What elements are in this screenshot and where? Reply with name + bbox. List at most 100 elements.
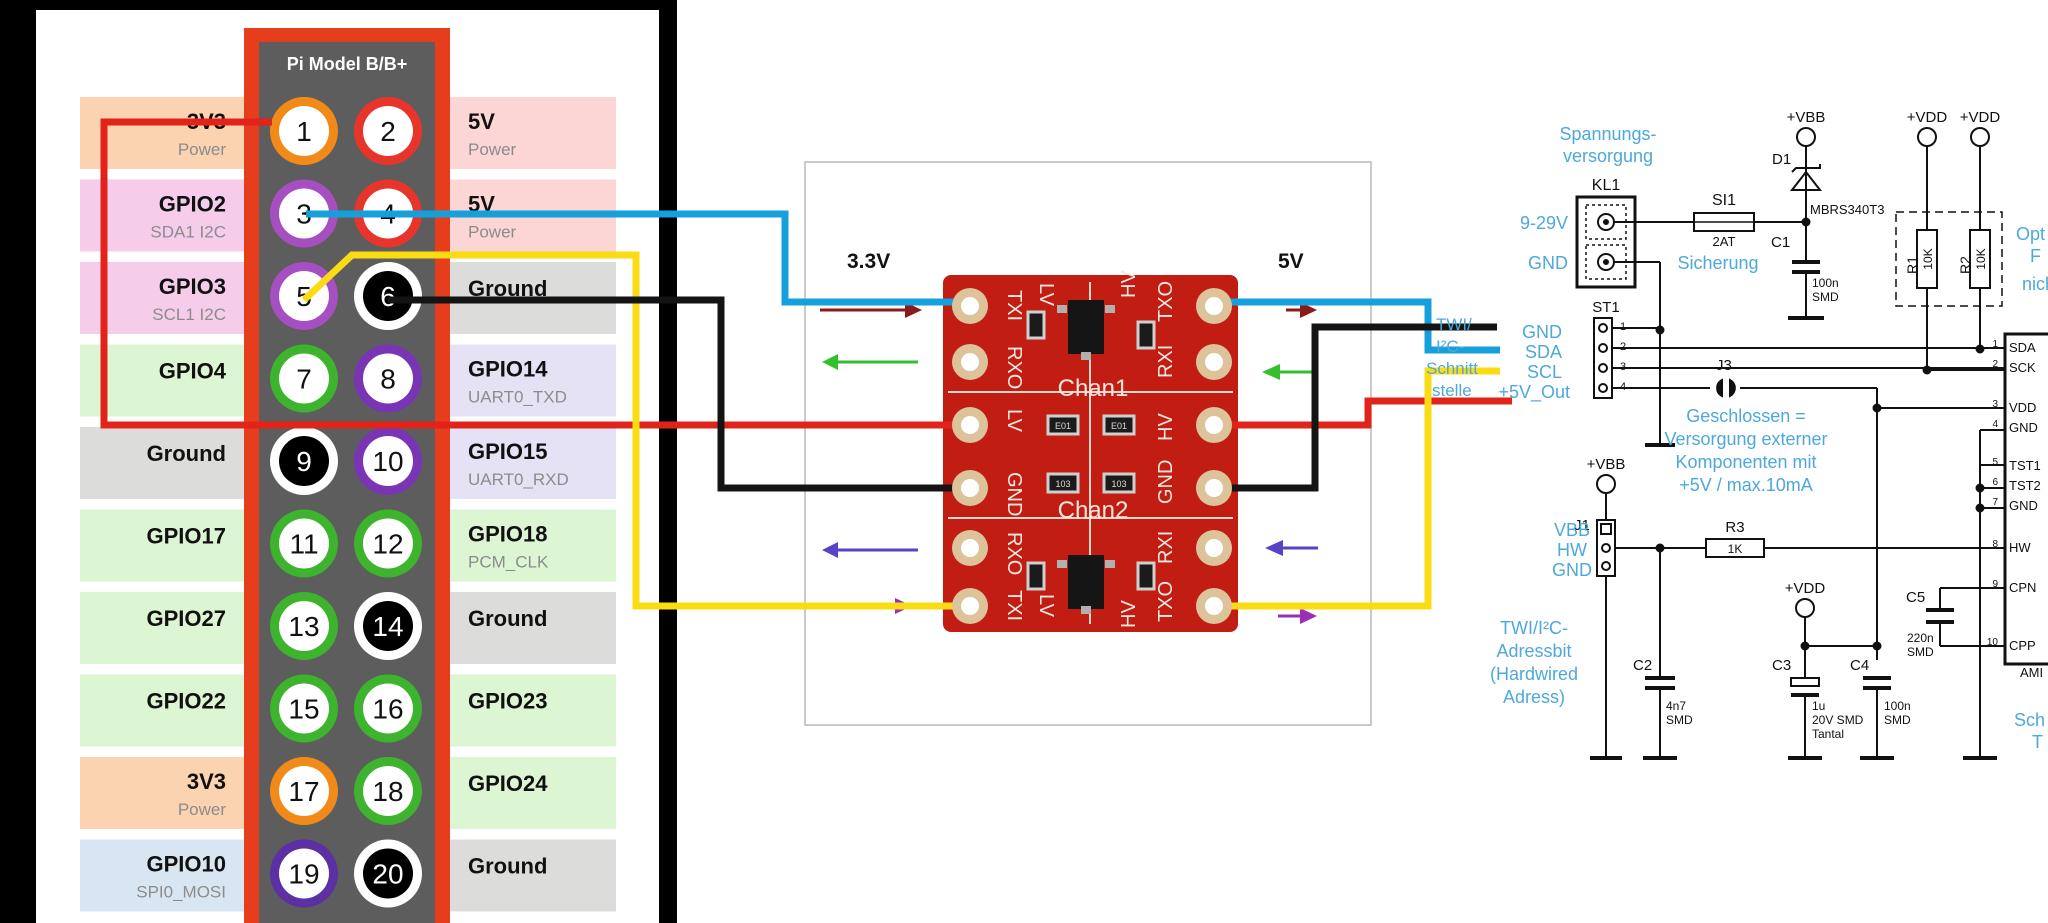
smd-code: 103 <box>1111 479 1126 489</box>
pcb-pin-label: GND <box>1155 460 1177 504</box>
pin-number: 14 <box>372 611 403 642</box>
ic-pin-number: 7 <box>1992 497 1998 508</box>
ic-pin-name: TST1 <box>2009 458 2041 473</box>
mosfet-chip <box>1068 300 1104 354</box>
pcb-pin-label: TXI <box>1003 290 1025 321</box>
level-converter-pcb: E01 E01 103 103 Chan1 Chan2 TXIRXOLVGNDR… <box>943 270 1238 632</box>
pcb-pad-hole <box>1205 416 1223 434</box>
pin-face <box>363 601 413 651</box>
pin-number: 12 <box>372 529 403 560</box>
pcb-pin-label: RXI <box>1155 345 1177 378</box>
pin-label-name: Ground <box>468 854 547 879</box>
j1-label: J1 <box>1574 517 1590 534</box>
pin-label-box <box>80 97 260 169</box>
st1-pin-number: 2 <box>1620 341 1626 353</box>
fuse-label: SI1 <box>1712 192 1736 209</box>
ic-pin-name: TST2 <box>2009 478 2041 493</box>
ic-pin-number: 9 <box>1992 579 1998 590</box>
ic-pin-name: SDA <box>2009 340 2036 355</box>
ic-pin-number: 8 <box>1992 539 1998 550</box>
pin-label-box <box>434 97 616 169</box>
pcb-pad-hole <box>961 597 979 615</box>
pin-label-box <box>80 262 260 334</box>
ic-pin-name: SCK <box>2009 360 2036 375</box>
pin-number: 1 <box>296 116 312 147</box>
arrow-right-icon <box>905 302 922 318</box>
schematic-labels: Spannungs-versorgungKL19-29VGNDSI12ATSic… <box>1426 109 2048 752</box>
chan1-label: Chan1 <box>1058 375 1129 402</box>
pcb-pin-label: HV <box>1155 413 1177 441</box>
twi-label: stelle <box>1432 381 1472 400</box>
option-label: F <box>2030 246 2041 266</box>
jumper-note: Komponenten mit <box>1675 452 1816 472</box>
wire-5v-out <box>1214 397 1512 429</box>
address-note: TWI/I²C- <box>1500 618 1568 638</box>
pin-number: 9 <box>296 446 312 477</box>
pin-label-box <box>80 839 260 912</box>
pcb-pin-label: TXO <box>1155 281 1177 322</box>
twi-label: I²C- <box>1436 337 1464 356</box>
pin-number: 13 <box>288 611 319 642</box>
pcb-pad-hole <box>1205 297 1223 315</box>
pin-label-name: Ground <box>147 441 226 466</box>
pin-face <box>363 271 413 321</box>
jumper-note: +5V / max.10mA <box>1679 475 1813 495</box>
pin-label-sub: Power <box>468 223 517 242</box>
ic-pin-number: 3 <box>1992 399 1998 410</box>
pin-number: 17 <box>288 776 319 807</box>
pin-label-name: GPIO18 <box>468 522 547 547</box>
schematic-note: T <box>2032 732 2043 752</box>
c3-value: 1u <box>1812 699 1825 713</box>
ic-pin-name: CPP <box>2009 638 2036 653</box>
pin-label-box <box>80 592 260 664</box>
pin-label-name: GPIO23 <box>468 689 547 714</box>
arrow-left-icon <box>822 354 838 370</box>
pin-label-box <box>434 757 616 829</box>
vbb-label: +VBB <box>1787 109 1826 126</box>
pcb-pin-label: GND <box>1003 472 1025 516</box>
mosfet-chip <box>1068 555 1104 609</box>
c5-value: 220n <box>1907 631 1934 645</box>
pin-face <box>363 766 413 816</box>
pin-face <box>279 683 329 734</box>
connector-gnd-label: GND <box>1522 322 1562 342</box>
pcb-pin-label: RXO <box>1003 532 1025 575</box>
pin-number: 20 <box>372 859 403 890</box>
c2-value: SMD <box>1666 713 1693 727</box>
pin-number: 10 <box>372 446 403 477</box>
pin-label-sub: PCM_CLK <box>468 553 549 572</box>
ic-pin-name: GND <box>2009 498 2038 513</box>
gnd-label: GND <box>1528 253 1568 273</box>
pin-face <box>279 436 329 486</box>
pin-label-sub: UART0_TXD <box>468 388 567 407</box>
pin-number: 11 <box>289 529 318 560</box>
pin-label-name: GPIO4 <box>159 359 227 384</box>
j1-pin-label: HW <box>1557 540 1587 560</box>
pin-label-box <box>434 674 616 747</box>
pin-label-box <box>434 344 616 417</box>
c1-label: C1 <box>1771 234 1790 251</box>
wire-scl-low <box>301 251 970 610</box>
pin-number: 3 <box>296 199 312 230</box>
arrow-right-icon <box>1300 608 1317 624</box>
header-title: Pi Model B/B+ <box>287 54 408 74</box>
ic-pin-number: 5 <box>1992 457 1998 468</box>
pcb-pin-label: TXI <box>1003 590 1025 621</box>
supply-label: Spannungs- <box>1559 124 1656 144</box>
pcb-pad-hole <box>1205 353 1223 371</box>
option-label: nich <box>2022 274 2048 294</box>
vbb-label: +VBB <box>1587 456 1626 473</box>
c2-label: C2 <box>1633 657 1652 674</box>
ic-pin-number: 4 <box>1992 419 1998 430</box>
address-note: Adressbit <box>1496 641 1571 661</box>
pin-label-sub: SDA1 I2C <box>150 223 226 242</box>
st1-pin-number: 3 <box>1620 361 1626 373</box>
pin-label-name: GPIO17 <box>147 524 226 549</box>
option-label: Opt <box>2016 224 2045 244</box>
pin-label-box <box>434 839 616 912</box>
smd-resistors: E01 E01 103 103 <box>1026 310 1156 591</box>
smd-code: 103 <box>1055 479 1070 489</box>
ic-pin-number: 10 <box>1987 637 1999 648</box>
pin-label-sub: Power <box>178 140 227 159</box>
